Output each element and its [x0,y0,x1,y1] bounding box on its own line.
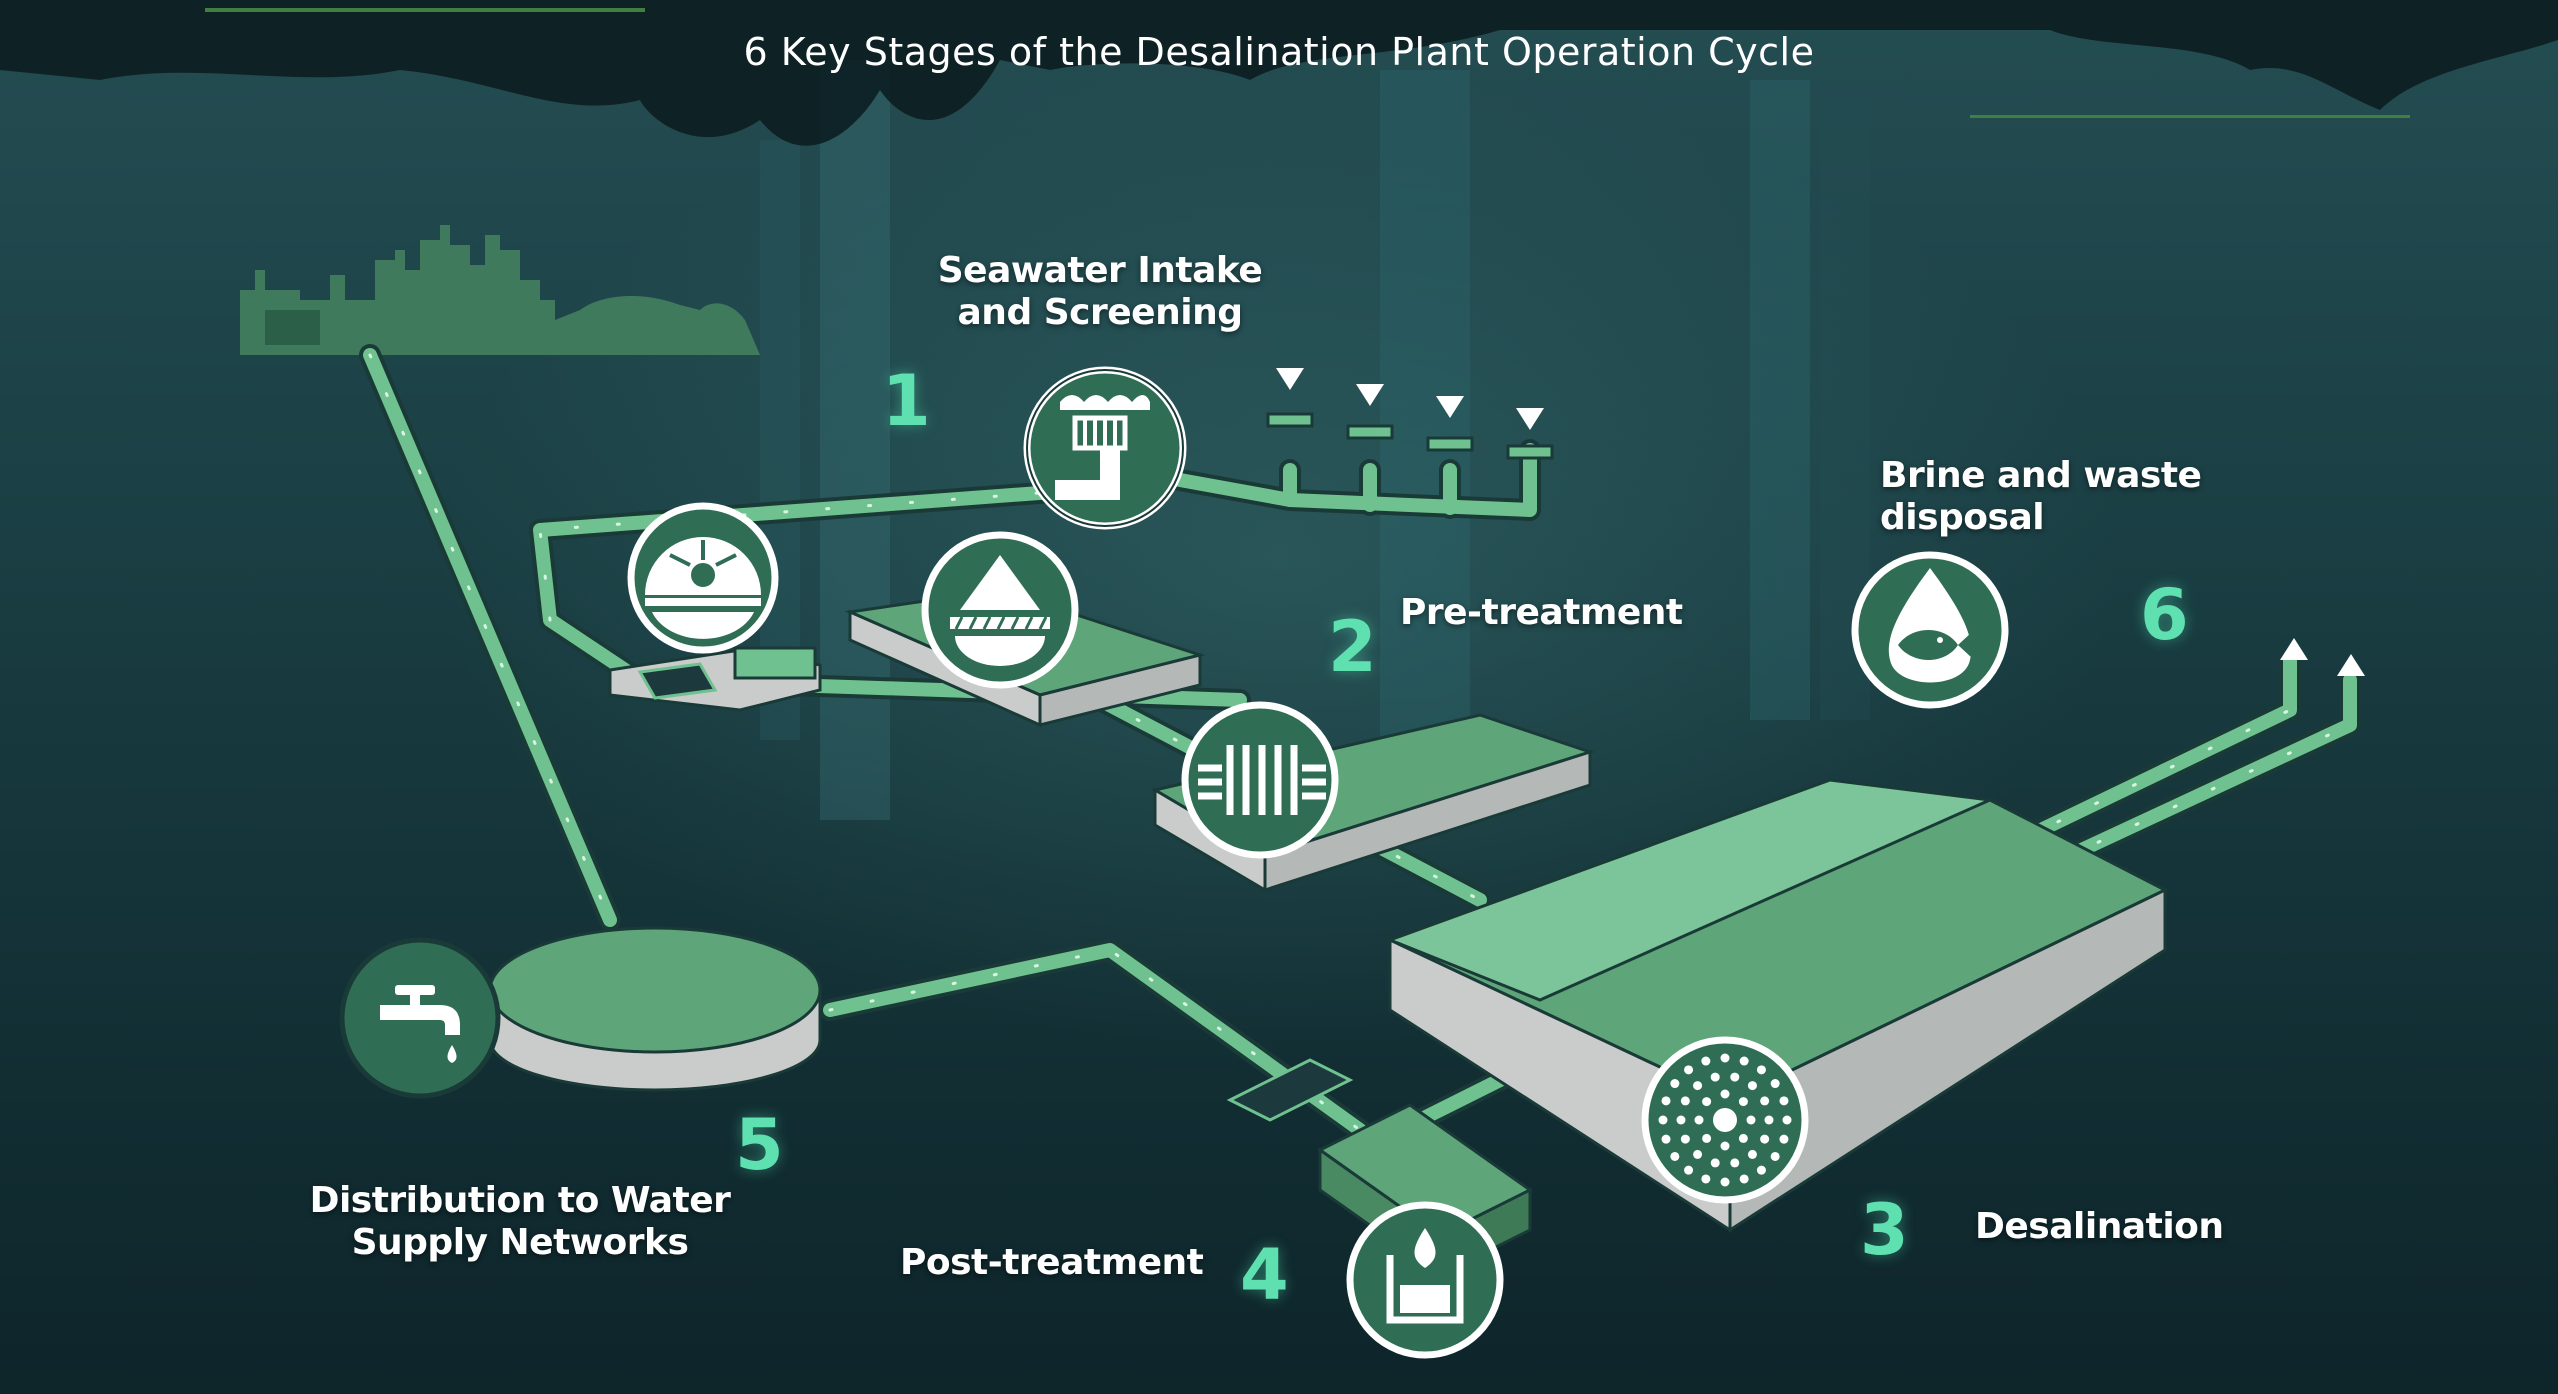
membrane-dot [1676,1115,1686,1125]
membrane-dot [1730,1158,1740,1168]
stage-3-number: 3 [1860,1189,1909,1271]
desalination-platform [1385,778,2169,1233]
page-title: 6 Key Stages of the Desalination Plant O… [743,30,1815,74]
stage-6-label: Brine and waste disposal [1880,455,2202,539]
header-accent-bar-right [1970,115,2410,118]
membrane-dot [1764,1115,1774,1125]
membrane-dot [1738,1133,1748,1143]
membrane-dot [1710,1158,1720,1168]
membrane-dot [1739,1174,1749,1184]
membrane-dot [1684,1165,1694,1175]
membrane-dot [1693,1149,1703,1159]
membrane-dot [1720,1089,1730,1099]
membrane-dot [1739,1056,1749,1066]
fish-drop-icon [1851,551,2009,709]
filter-grid-icon [1181,701,1339,859]
membrane-dot [1701,1174,1711,1184]
membrane-dot [1779,1134,1789,1144]
membrane-dot [1661,1096,1671,1106]
sediment-filter-icon [921,531,1079,689]
stage-5-label: Distribution to Water Supply Networks [309,1180,731,1264]
stage-2-number: 2 [1328,606,1377,688]
membrane-dot [1756,1165,1766,1175]
membrane-dot [1684,1065,1694,1075]
stage-1-label: Seawater Intake and Screening [937,250,1263,334]
membrane-dot [1670,1079,1680,1089]
membrane-dot [1760,1096,1770,1106]
membrane-dot [1658,1115,1668,1125]
membrane-dot [1694,1115,1704,1125]
membrane-icon [1641,1036,1809,1204]
city-skyline [240,225,760,355]
membrane-dot [1770,1079,1780,1089]
membrane-dot [1720,1141,1730,1151]
membrane-dot [1779,1096,1789,1106]
faucet-icon [339,937,501,1099]
stage-6-number: 6 [2140,574,2189,656]
intake-platform [608,646,822,712]
storage-tank [488,926,822,1092]
intake-screen-icon [1023,366,1187,530]
stage-1-number: 1 [882,360,931,442]
membrane-dot [1702,1097,1712,1107]
header-accent-bar-left [205,8,645,12]
membrane-dot [1760,1134,1770,1144]
brine-outlets [2280,638,2365,676]
water-tank-icon [1346,1201,1504,1359]
membrane-dot [1770,1151,1780,1161]
stage-4-number: 4 [1240,1234,1289,1316]
stage-2-label: Pre-treatment [1400,592,1683,633]
membrane-dot [1702,1133,1712,1143]
stage-4-label: Post-treatment [900,1242,1204,1283]
membrane-dot [1710,1072,1720,1082]
membrane-dot [1701,1056,1711,1066]
stage-5-number: 5 [735,1104,784,1186]
membrane-dot [1680,1134,1690,1144]
membrane-dot [1720,1053,1730,1063]
membrane-dot [1747,1149,1757,1159]
stage-3-label: Desalination [1975,1206,2224,1247]
membrane-dot [1670,1151,1680,1161]
membrane-dot [1738,1097,1748,1107]
membrane-dot [1747,1081,1757,1091]
membrane-dot [1756,1065,1766,1075]
screening-drum-icon [627,502,779,654]
intake-nozzles [1266,368,1554,460]
membrane-dot [1730,1072,1740,1082]
membrane-dot [1782,1115,1792,1125]
membrane-dot [1693,1081,1703,1091]
membrane-dot [1720,1177,1730,1187]
membrane-dot [1680,1096,1690,1106]
membrane-dot [1661,1134,1671,1144]
dark-clouds [0,0,2558,146]
membrane-dot [1746,1115,1756,1125]
background-pillars [760,60,1870,820]
